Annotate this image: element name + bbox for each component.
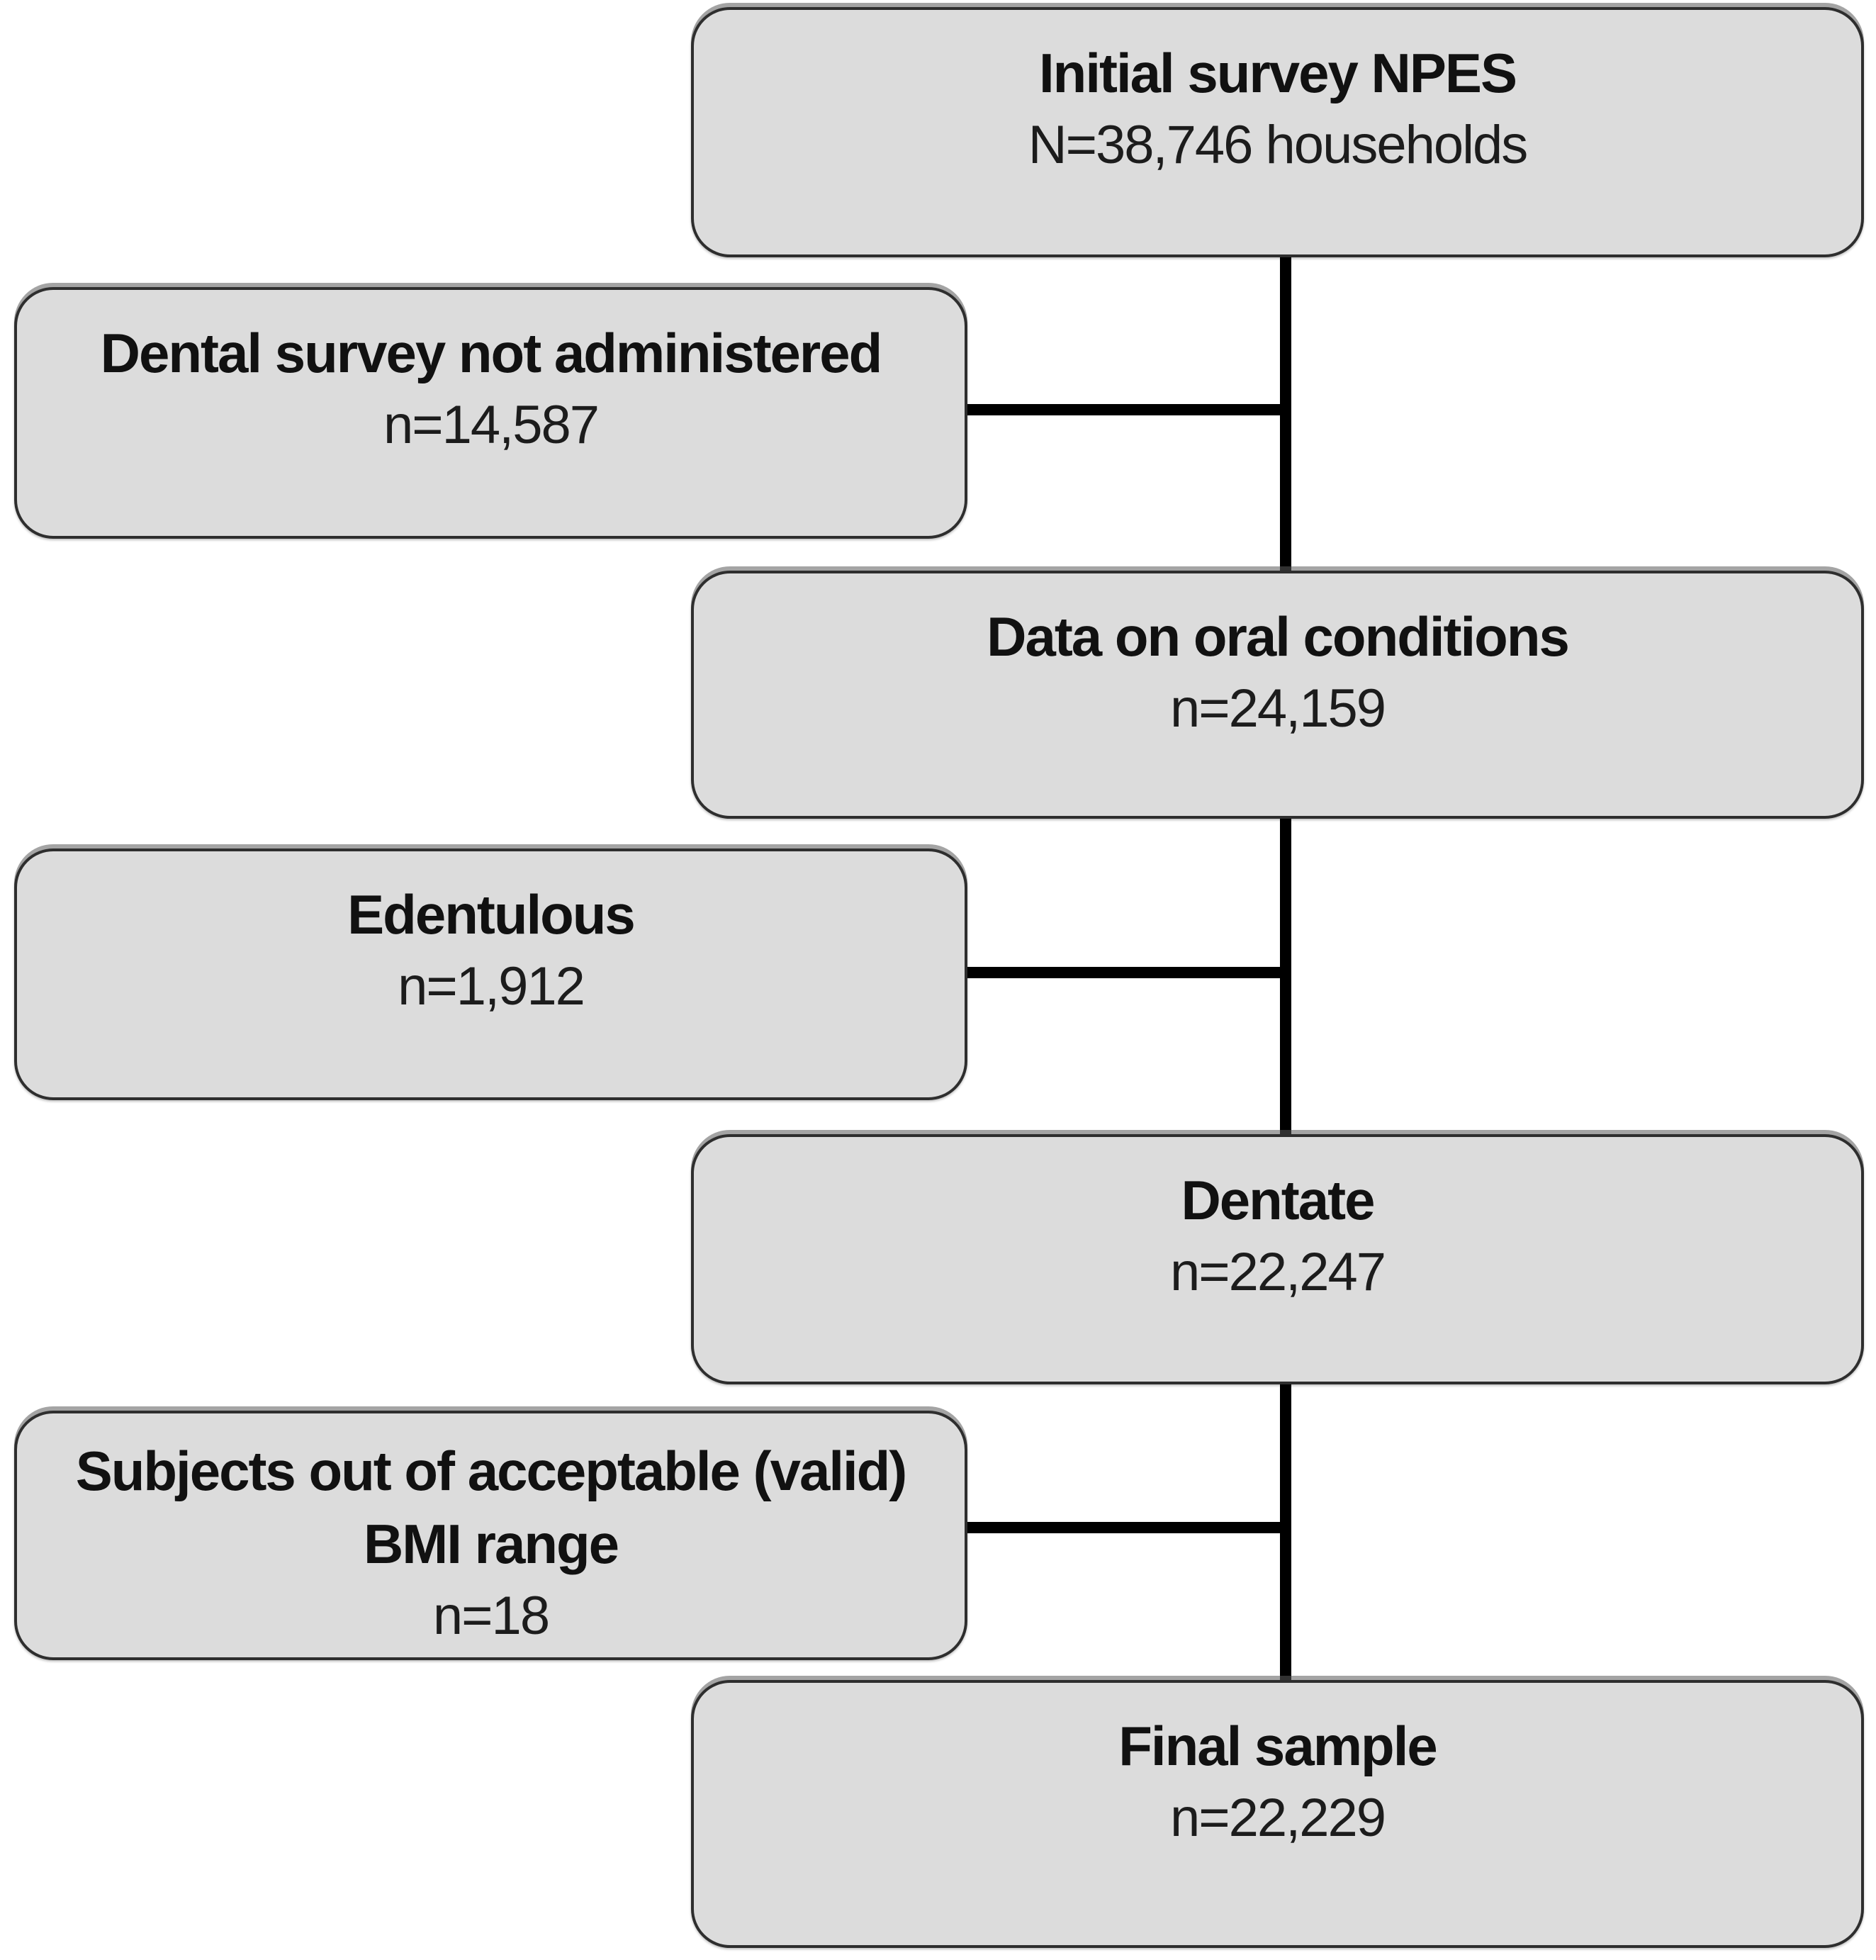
node-dentate: Dentate n=22,247 xyxy=(691,1134,1864,1384)
node-data-on-oral-conditions: Data on oral conditions n=24,159 xyxy=(691,571,1864,819)
node-title: Initial survey NPES xyxy=(1039,42,1517,104)
node-count: n=1,912 xyxy=(398,956,585,1017)
node-initial-survey: Initial survey NPES N=38,746 households xyxy=(691,7,1864,257)
node-title: Final sample xyxy=(1118,1715,1438,1777)
connector-horizontal-edentulous-exclusion xyxy=(964,967,1291,978)
node-count: n=18 xyxy=(432,1585,550,1646)
node-title: Dentate xyxy=(1181,1169,1375,1231)
connector-horizontal-bmi-exclusion xyxy=(964,1522,1291,1533)
node-title: Subjects out of acceptable (valid) BMI r… xyxy=(75,1440,908,1575)
connector-horizontal-dental-exclusion xyxy=(964,404,1291,415)
node-count: n=24,159 xyxy=(1169,678,1386,739)
node-dental-survey-not-administered: Dental survey not administered n=14,587 xyxy=(14,287,967,539)
node-count: n=22,247 xyxy=(1169,1241,1386,1302)
node-title: Dental survey not administered xyxy=(100,322,883,384)
node-title: Data on oral conditions xyxy=(987,605,1570,668)
node-subjects-out-of-bmi-range: Subjects out of acceptable (valid) BMI r… xyxy=(14,1411,967,1660)
node-final-sample: Final sample n=22,229 xyxy=(691,1680,1864,1948)
node-count: n=14,587 xyxy=(383,394,600,455)
node-count: N=38,746 households xyxy=(1028,114,1529,175)
node-count: n=22,229 xyxy=(1169,1787,1386,1848)
node-edentulous: Edentulous n=1,912 xyxy=(14,849,967,1100)
node-title: Edentulous xyxy=(347,883,636,946)
